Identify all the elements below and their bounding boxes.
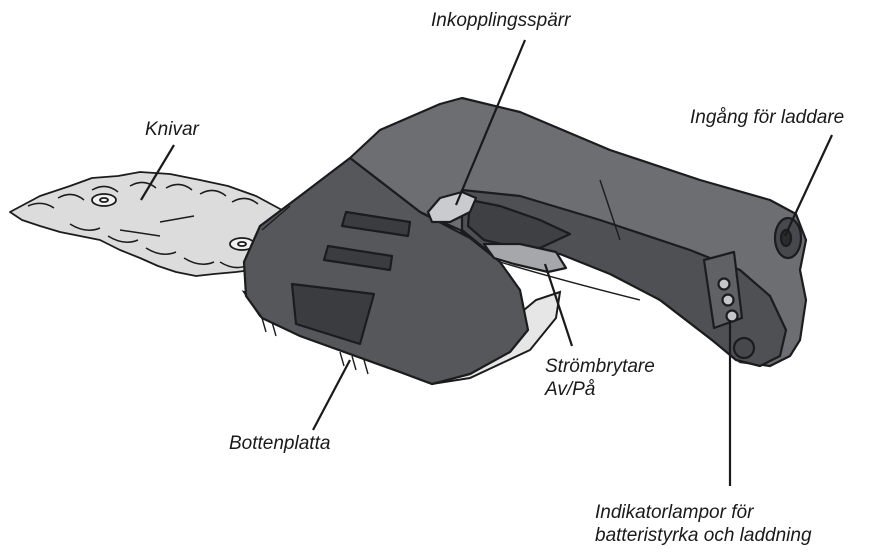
- label-base-text: Bottenplatta: [229, 432, 330, 455]
- indicator-light: [723, 295, 734, 306]
- label-indicator-line2: batteristyrka och laddning: [595, 524, 812, 547]
- label-charger-text: Ingång för laddare: [690, 106, 844, 129]
- label-lockout: Inkopplingsspärr: [431, 9, 570, 32]
- label-base-plate: Bottenplatta: [229, 432, 330, 455]
- label-blades-text: Knivar: [145, 118, 199, 141]
- label-lockout-text: Inkopplingsspärr: [431, 9, 570, 32]
- label-power-switch: Strömbrytare Av/På: [545, 355, 655, 401]
- label-blades: Knivar: [145, 118, 199, 141]
- label-charger-input: Ingång för laddare: [690, 106, 844, 129]
- label-switch-line1: Strömbrytare: [545, 355, 655, 378]
- leader-line-base: [313, 360, 350, 430]
- indicator-light: [727, 311, 738, 322]
- label-indicator-line1: Indikatorlampor för: [595, 501, 812, 524]
- indicator-light: [719, 279, 730, 290]
- label-switch-line2: Av/På: [545, 378, 655, 401]
- label-indicator-lights: Indikatorlampor för batteristyrka och la…: [595, 501, 812, 547]
- leader-line-charger: [785, 135, 832, 236]
- body-button: [734, 338, 754, 358]
